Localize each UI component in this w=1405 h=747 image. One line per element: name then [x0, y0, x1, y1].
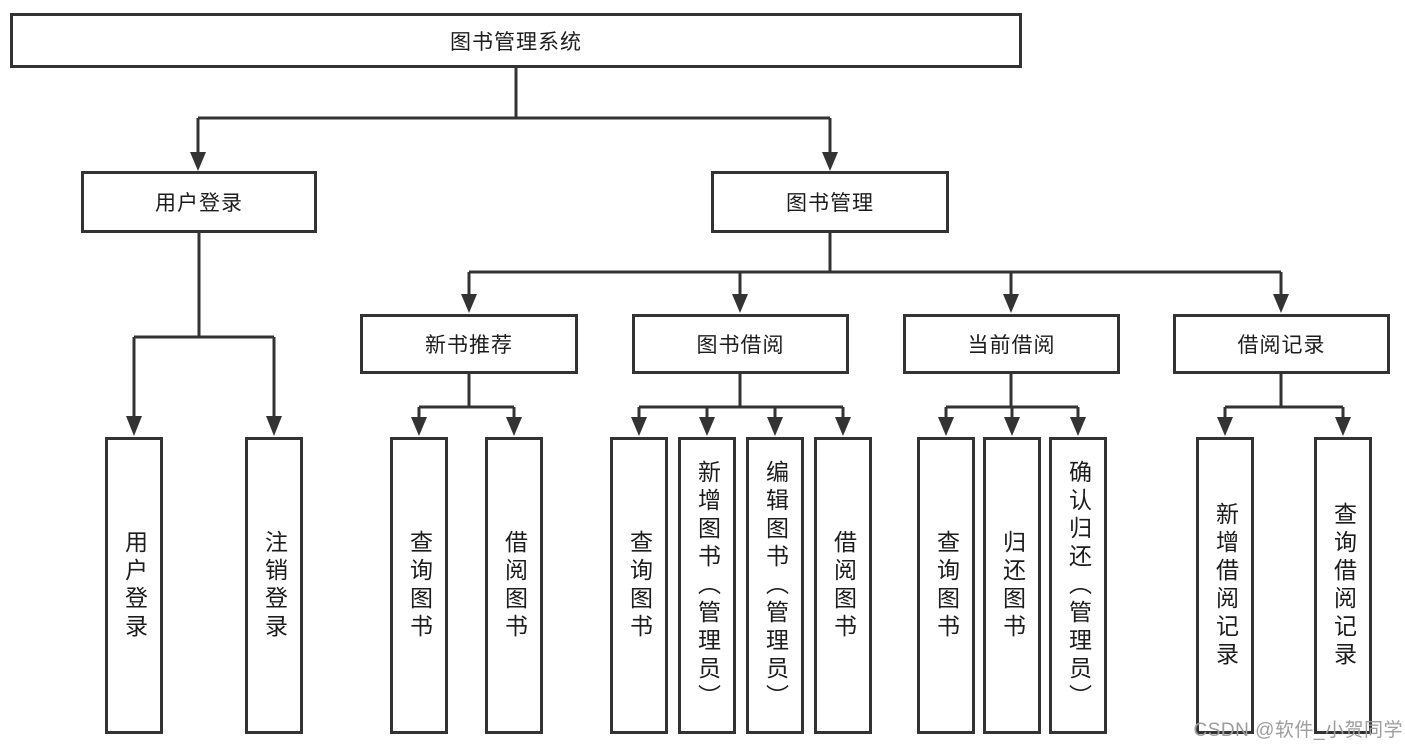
node-new-book-recommend: 新书推荐	[360, 314, 578, 374]
node-book-borrowing: 图书借阅	[632, 314, 849, 374]
node-borrowing-records: 借阅记录	[1173, 314, 1390, 374]
leaf-edit-book-admin: 编辑图书（管理员）	[746, 437, 804, 734]
leaf-query-books-borrowing: 查询图书	[610, 437, 668, 734]
leaf-user-login: 用户登录	[105, 437, 163, 734]
leaf-borrow-books-recommend: 借阅图书	[485, 437, 543, 734]
leaf-logout: 注销登录	[245, 437, 303, 734]
node-user-login: 用户登录	[81, 171, 317, 233]
watermark-text: CSDN @软件_小贺同学	[1193, 720, 1403, 741]
node-root: 图书管理系统	[10, 13, 1022, 68]
leaf-add-book-admin: 新增图书（管理员）	[678, 437, 736, 734]
leaf-return-books: 归还图书	[983, 437, 1041, 734]
node-book-management: 图书管理	[711, 171, 949, 233]
leaf-query-books-current: 查询图书	[917, 437, 975, 734]
leaf-query-books-recommend: 查询图书	[390, 437, 448, 734]
leaf-borrow-books-borrowing: 借阅图书	[814, 437, 872, 734]
leaf-add-borrow-record: 新增借阅记录	[1196, 437, 1254, 734]
node-current-borrowing: 当前借阅	[903, 314, 1120, 374]
leaf-confirm-return-admin: 确认归还（管理员）	[1049, 437, 1107, 734]
leaf-query-borrow-record: 查询借阅记录	[1314, 437, 1372, 734]
